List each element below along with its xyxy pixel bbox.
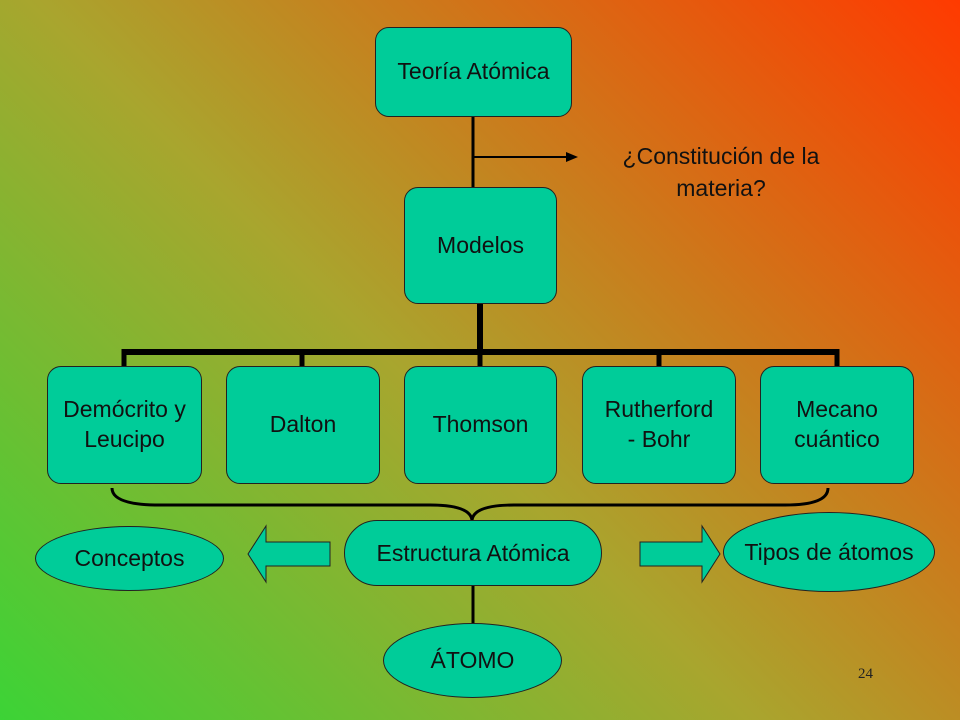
node-estructura-atomica: Estructura Atómica	[344, 520, 602, 586]
node-teoria-atomica: Teoría Atómica	[375, 27, 572, 117]
node-model-mecano-cuantico: Mecano cuántico	[760, 366, 914, 484]
node-label: Mecano cuántico	[794, 396, 880, 452]
grouping-brace	[110, 487, 830, 521]
node-atomo: ÁTOMO	[383, 623, 562, 698]
node-label: Demócrito y Leucipo	[63, 396, 186, 452]
node-label: Modelos	[437, 231, 524, 258]
question-arrowhead-icon	[566, 152, 578, 162]
node-label: Teoría Atómica	[397, 58, 550, 85]
node-label: Estructura Atómica	[376, 539, 570, 566]
node-model-rutherford-bohr: Rutherford - Bohr	[582, 366, 736, 484]
node-label: ÁTOMO	[430, 647, 515, 673]
left-block-arrow-icon	[247, 524, 331, 584]
node-label: Rutherford - Bohr	[604, 396, 714, 452]
slide-number: 24	[858, 666, 873, 682]
right-block-arrow-icon	[639, 524, 721, 584]
node-conceptos: Conceptos	[35, 526, 224, 591]
node-tipos-de-atomos: Tipos de átomos	[723, 512, 935, 592]
node-label: Dalton	[269, 411, 337, 438]
node-model-dalton: Dalton	[226, 366, 380, 484]
question-text: ¿Constitución de la materia?	[622, 143, 820, 202]
node-label: Conceptos	[74, 545, 185, 571]
node-label: Thomson	[432, 411, 529, 438]
node-model-democrito: Demócrito y Leucipo	[47, 366, 202, 484]
node-label: Tipos de átomos	[744, 538, 914, 565]
node-model-thomson: Thomson	[404, 366, 557, 484]
question-label: ¿Constitución de la materia?	[596, 140, 846, 204]
node-modelos: Modelos	[404, 187, 557, 304]
